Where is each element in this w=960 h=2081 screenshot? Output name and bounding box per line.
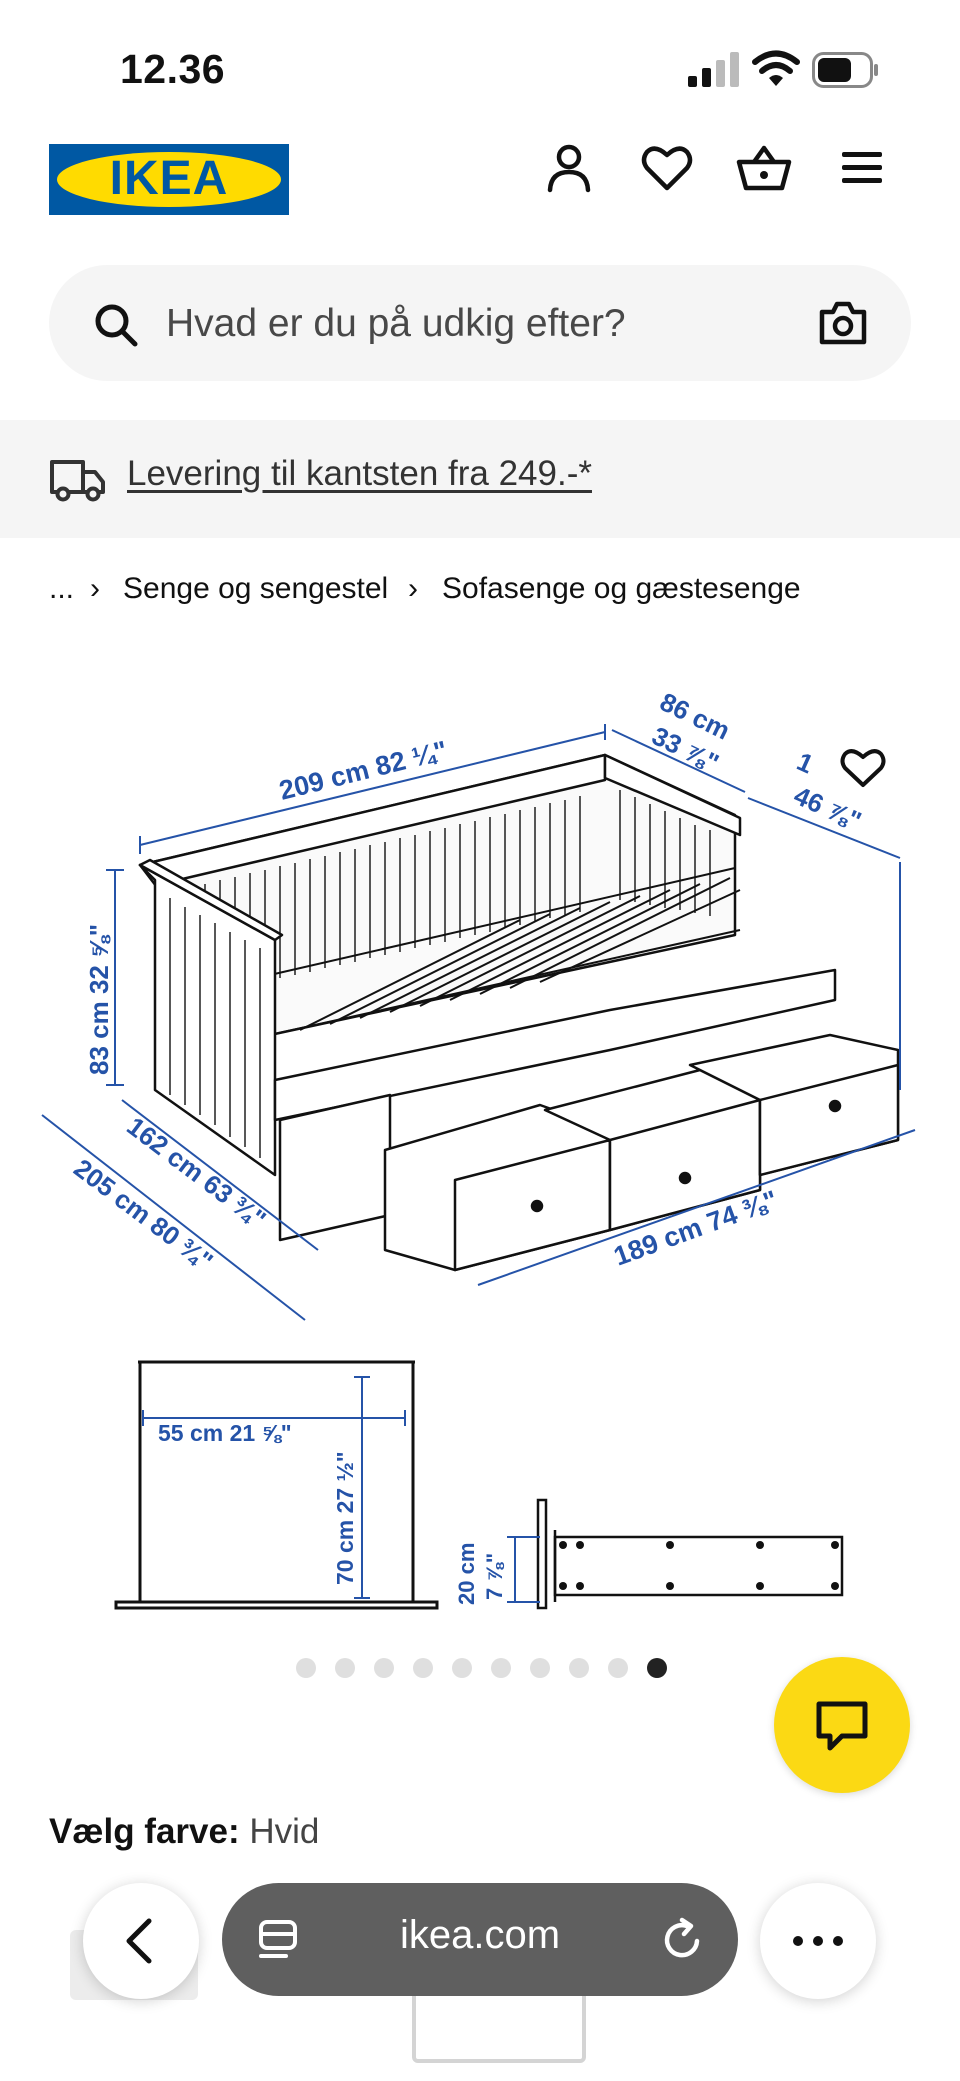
carousel-dot[interactable] — [374, 1658, 394, 1678]
account-icon[interactable] — [541, 140, 597, 196]
search-bar[interactable] — [49, 265, 911, 381]
carousel-dot[interactable] — [296, 1658, 316, 1678]
delivery-link[interactable]: Levering til kantsten fra 249.-* — [127, 454, 592, 493]
delivery-truck-icon — [50, 460, 105, 502]
carousel-dot[interactable] — [569, 1658, 589, 1678]
shopping-basket-icon[interactable] — [736, 140, 792, 196]
chat-bubble-icon — [816, 1701, 868, 1751]
chevron-left-icon — [126, 1918, 152, 1964]
dimension-drawer-height-in: 7 ⅞" — [482, 1553, 507, 1600]
carousel-dot[interactable] — [452, 1658, 472, 1678]
breadcrumb-item[interactable]: Senge og sengestel — [123, 572, 389, 605]
search-input[interactable]: Hvad er du på udkig efter? — [166, 302, 626, 345]
carousel-dot[interactable] — [491, 1658, 511, 1678]
dimension-inner-height: 70 cm 27 ½" — [332, 1451, 358, 1585]
color-selector-label: Vælg farve: Hvid — [49, 1812, 319, 1852]
address-bar[interactable]: ikea.com — [222, 1883, 738, 1996]
chevron-right-icon: › — [408, 572, 418, 605]
carousel-dot[interactable] — [413, 1658, 433, 1678]
dimension-inner-width: 55 cm 21 ⅝" — [158, 1420, 292, 1446]
url-text: ikea.com — [399, 1913, 561, 1957]
chevron-right-icon: › — [90, 572, 100, 605]
product-dimension-image[interactable]: 209 cm 82 ¼" 86 cm 33 ⅞" 1 46 ⅞" 83 cm 3… — [0, 640, 960, 1640]
back-button[interactable] — [83, 1883, 199, 1999]
delivery-banner — [0, 420, 960, 538]
dimension-drawer-height-cm: 20 cm — [454, 1543, 479, 1605]
wifi-icon — [752, 50, 800, 86]
breadcrumb-item[interactable]: Sofasenge og gæstesenge — [442, 572, 801, 605]
more-options-button[interactable] — [760, 1883, 876, 1999]
menu-icon[interactable] — [835, 140, 891, 196]
dimension-height-left: 83 cm 32 ⅝" — [84, 924, 114, 1075]
carousel-dot[interactable] — [335, 1658, 355, 1678]
carousel-dot-active[interactable] — [647, 1658, 667, 1678]
dimension-length-top: 209 cm 82 ¼" — [276, 735, 450, 806]
color-label-title: Vælg farve: — [49, 1812, 240, 1851]
breadcrumb-ellipsis[interactable]: ... — [49, 572, 75, 605]
add-to-favourites-heart-icon[interactable] — [840, 746, 886, 788]
reader-tabs-icon[interactable] — [258, 1919, 300, 1961]
ikea-logo[interactable]: IKEA — [49, 144, 289, 215]
search-icon — [95, 304, 138, 347]
chat-button[interactable] — [774, 1657, 910, 1793]
status-time: 12.36 — [120, 46, 226, 92]
camera-search-icon[interactable] — [818, 300, 868, 346]
dimension-height-right-cm: 1 — [793, 746, 818, 779]
battery-icon — [812, 52, 878, 88]
ellipsis-icon — [793, 1936, 843, 1946]
dimension-height-right-in: 46 ⅞" — [790, 780, 866, 836]
color-swatch-thumbnail-selected[interactable] — [412, 1985, 586, 2063]
reload-icon[interactable] — [660, 1917, 706, 1963]
carousel-dot[interactable] — [530, 1658, 550, 1678]
cellular-signal-icon — [688, 52, 739, 87]
wishlist-heart-icon[interactable] — [639, 140, 695, 196]
carousel-dot[interactable] — [608, 1658, 628, 1678]
color-selected-value: Hvid — [249, 1812, 320, 1851]
